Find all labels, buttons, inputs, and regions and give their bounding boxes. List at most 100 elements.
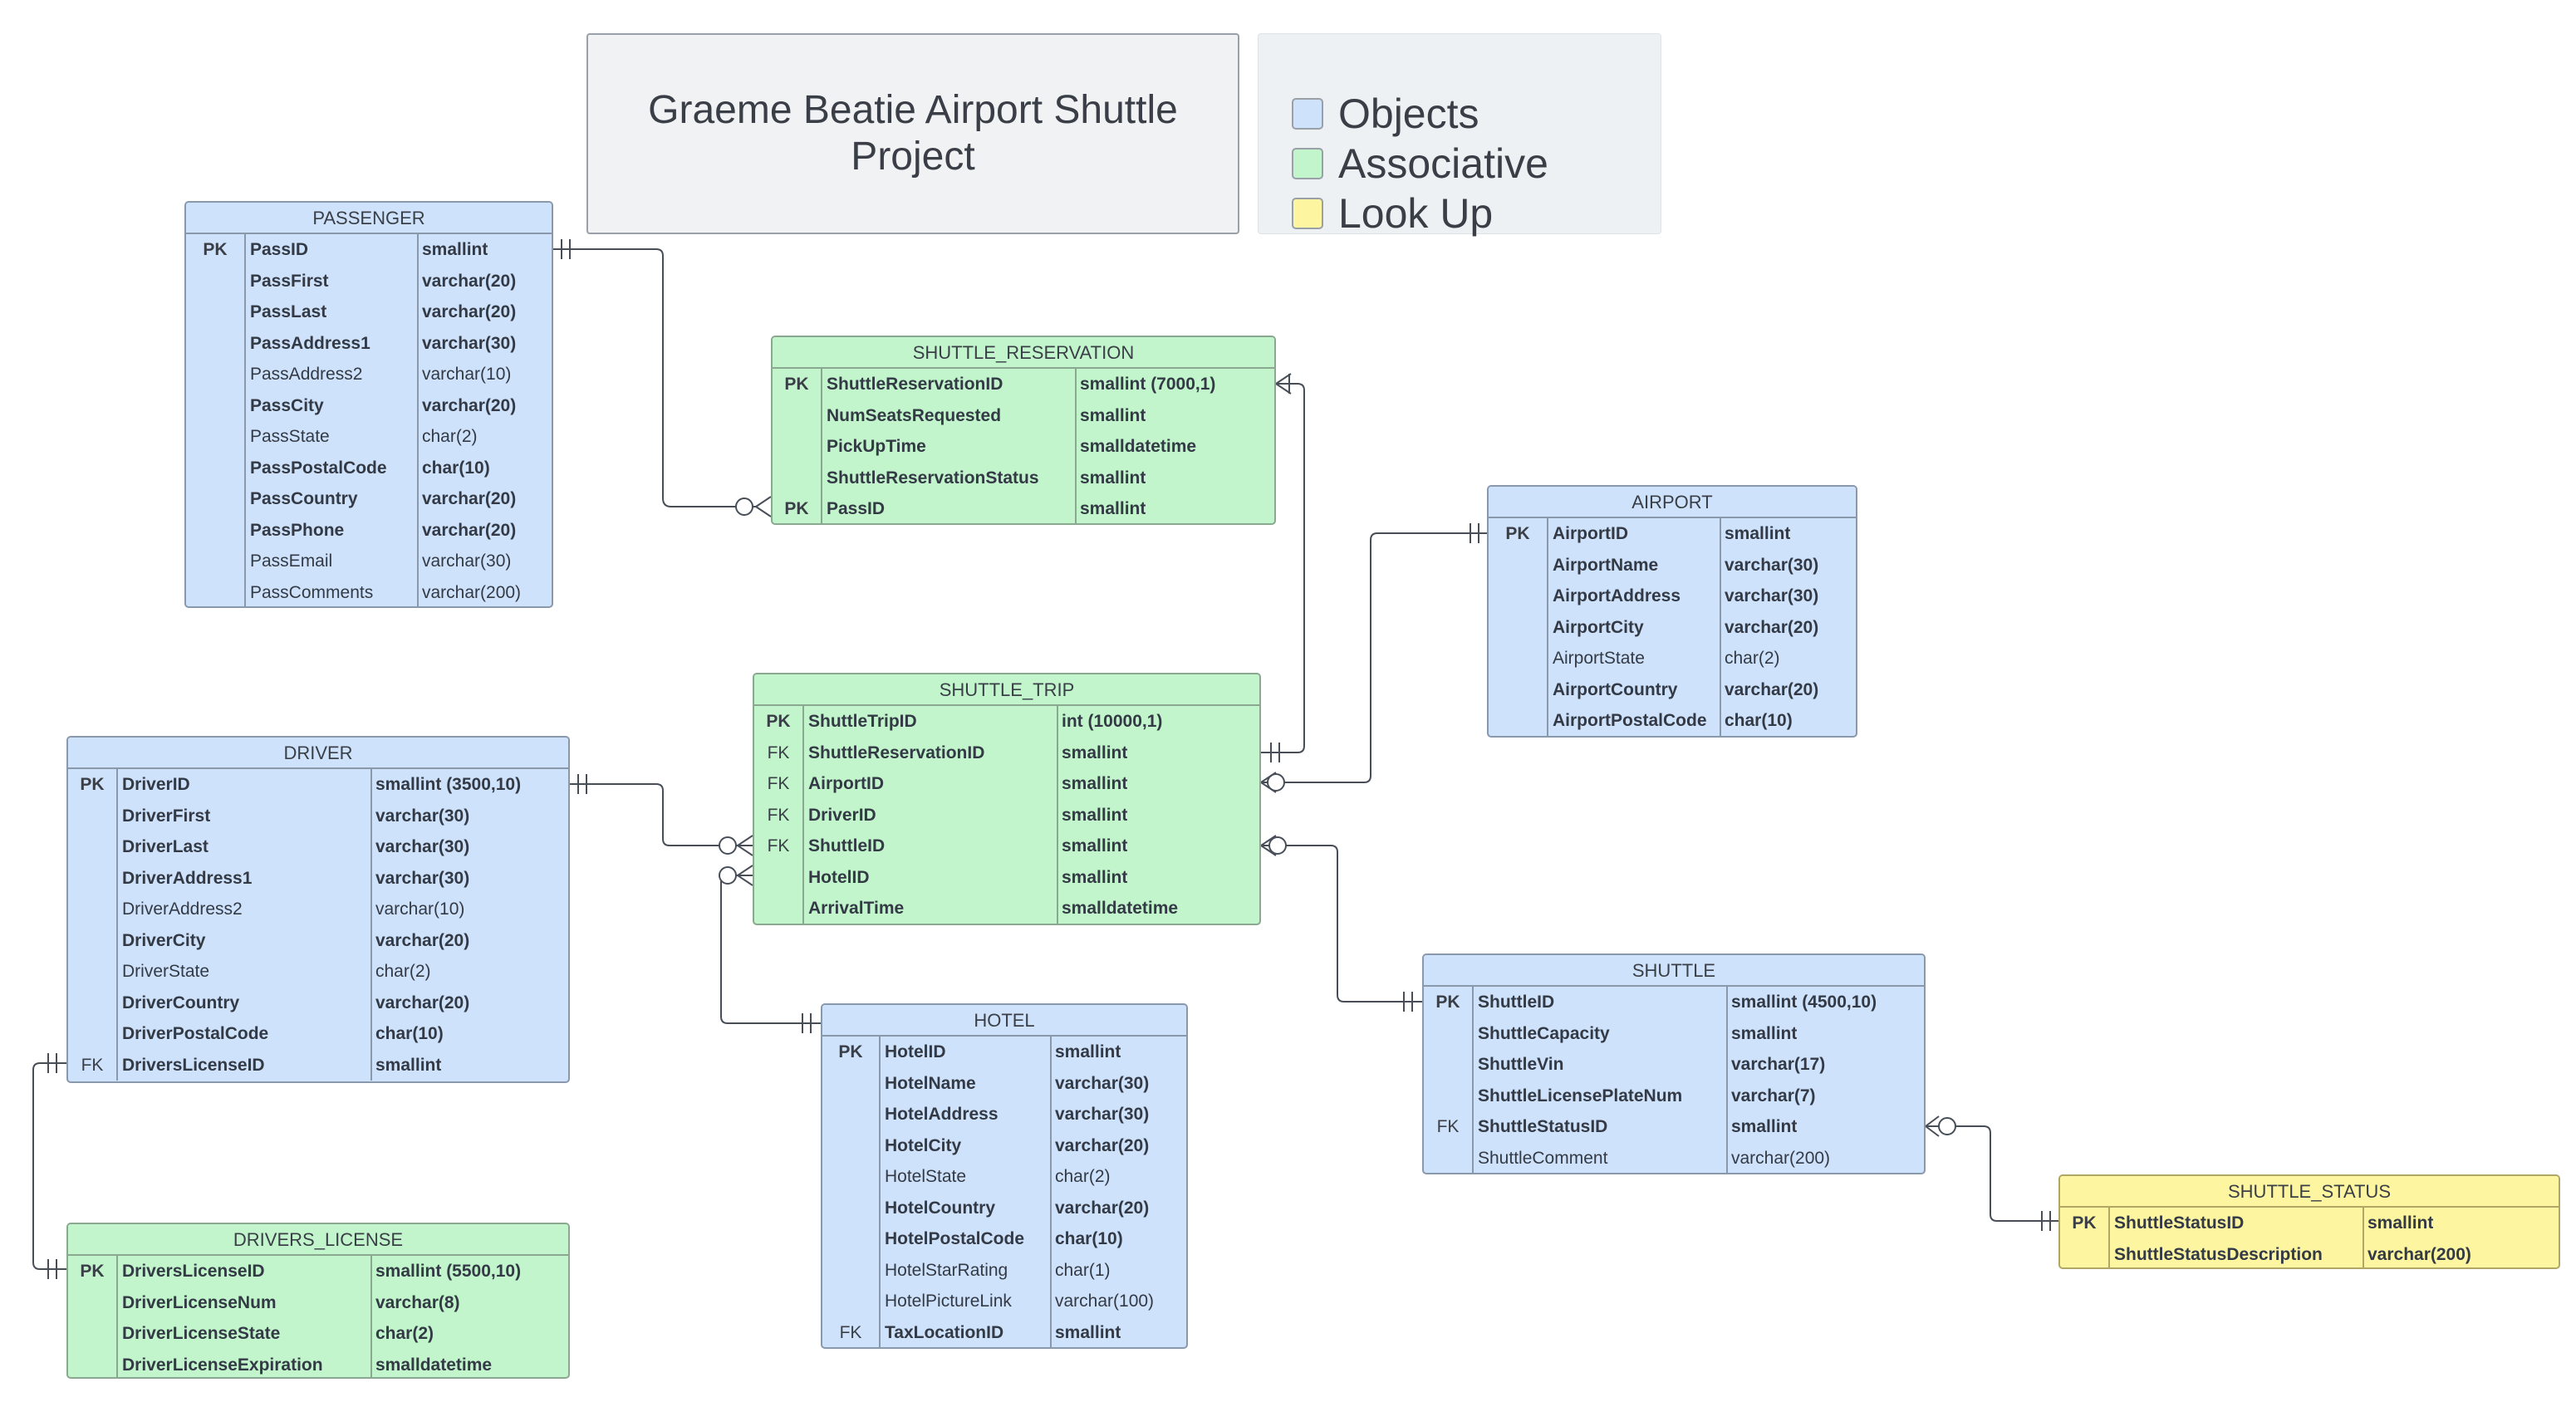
field-type: varchar(20) xyxy=(1055,1198,1150,1218)
field-name: HotelAddress xyxy=(881,1099,1052,1130)
entity-header-drivers-license: DRIVERS_LICENSE xyxy=(68,1224,568,1256)
key-marker xyxy=(186,327,246,359)
legend-swatch-associative xyxy=(1292,148,1323,179)
field-name: PickUpTime xyxy=(822,431,1077,463)
field-name: DriverState xyxy=(118,956,372,988)
field-name: HotelCountry xyxy=(881,1192,1052,1223)
field-type: varchar(30) xyxy=(1055,1073,1150,1093)
field-type: smallint (7000,1) xyxy=(1080,375,1216,394)
field-name: PassLast xyxy=(246,297,419,328)
key-marker xyxy=(68,1318,118,1350)
legend-swatch-lookup xyxy=(1292,198,1323,229)
key-marker xyxy=(1424,1142,1474,1173)
field-type: smallint xyxy=(2367,1213,2434,1233)
key-marker: PK xyxy=(773,369,822,400)
field-name: DriverCountry xyxy=(118,987,372,1018)
field-name: DriversLicenseID xyxy=(118,1256,372,1287)
field-name: HotelPictureLink xyxy=(881,1286,1052,1317)
key-marker xyxy=(186,546,246,577)
field-name: DriversLicenseID xyxy=(118,1049,372,1081)
key-marker xyxy=(1424,1049,1474,1081)
key-marker xyxy=(822,1286,881,1317)
field-name: AirportAddress xyxy=(1548,581,1721,612)
field-name: HotelID xyxy=(881,1037,1052,1068)
key-marker xyxy=(1424,1017,1474,1049)
field-type: char(10) xyxy=(1055,1229,1123,1248)
field-name: DriverFirst xyxy=(118,800,372,831)
